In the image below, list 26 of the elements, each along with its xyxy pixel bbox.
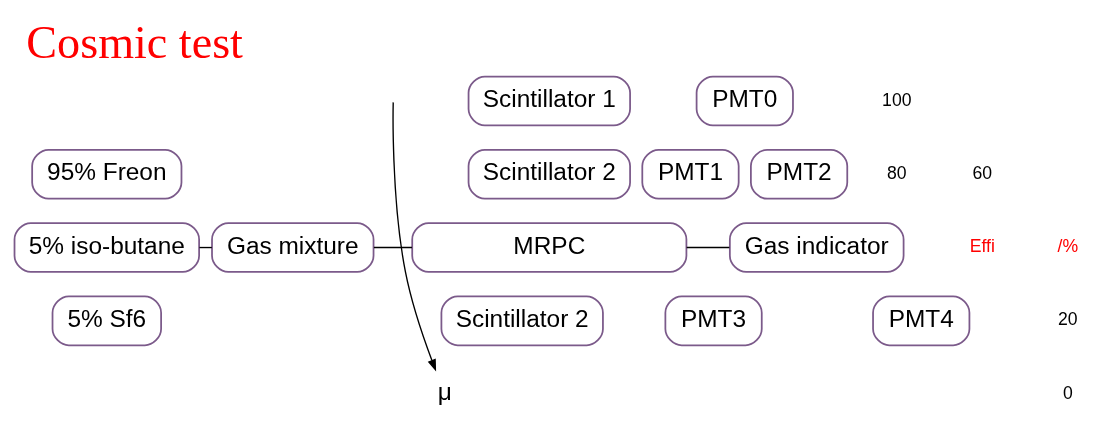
node-box: 95% Freon xyxy=(31,148,183,200)
label: 0 xyxy=(1062,382,1073,403)
node-box: Scintillator 1 xyxy=(467,75,631,127)
connector xyxy=(373,246,413,249)
node-box: Scintillator 2 xyxy=(467,148,631,200)
label: Effi xyxy=(969,236,995,257)
label: /% xyxy=(1057,236,1079,257)
label: 20 xyxy=(1058,309,1078,330)
node-box: Gas mixture xyxy=(211,222,375,273)
node-text: μ xyxy=(437,378,452,406)
node-box: Scintillator 2 xyxy=(440,295,604,347)
node-box: 5% Sf6 xyxy=(51,295,162,347)
diagram-title: Cosmic test xyxy=(26,16,243,68)
arrow xyxy=(392,101,437,372)
node-box: PMT2 xyxy=(750,148,849,200)
connector xyxy=(686,246,731,249)
node-box: 5% iso-butane xyxy=(13,222,200,273)
node-box: Gas indicator xyxy=(728,222,905,273)
label: 60 xyxy=(972,162,993,183)
node-box: MRPC xyxy=(411,222,688,273)
node-box: PMT0 xyxy=(695,75,794,127)
label: 100 xyxy=(882,89,912,110)
node-box: PMT3 xyxy=(664,295,763,347)
label: 80 xyxy=(887,162,907,183)
node-box: PMT1 xyxy=(641,148,740,200)
node-box: PMT4 xyxy=(872,295,971,347)
